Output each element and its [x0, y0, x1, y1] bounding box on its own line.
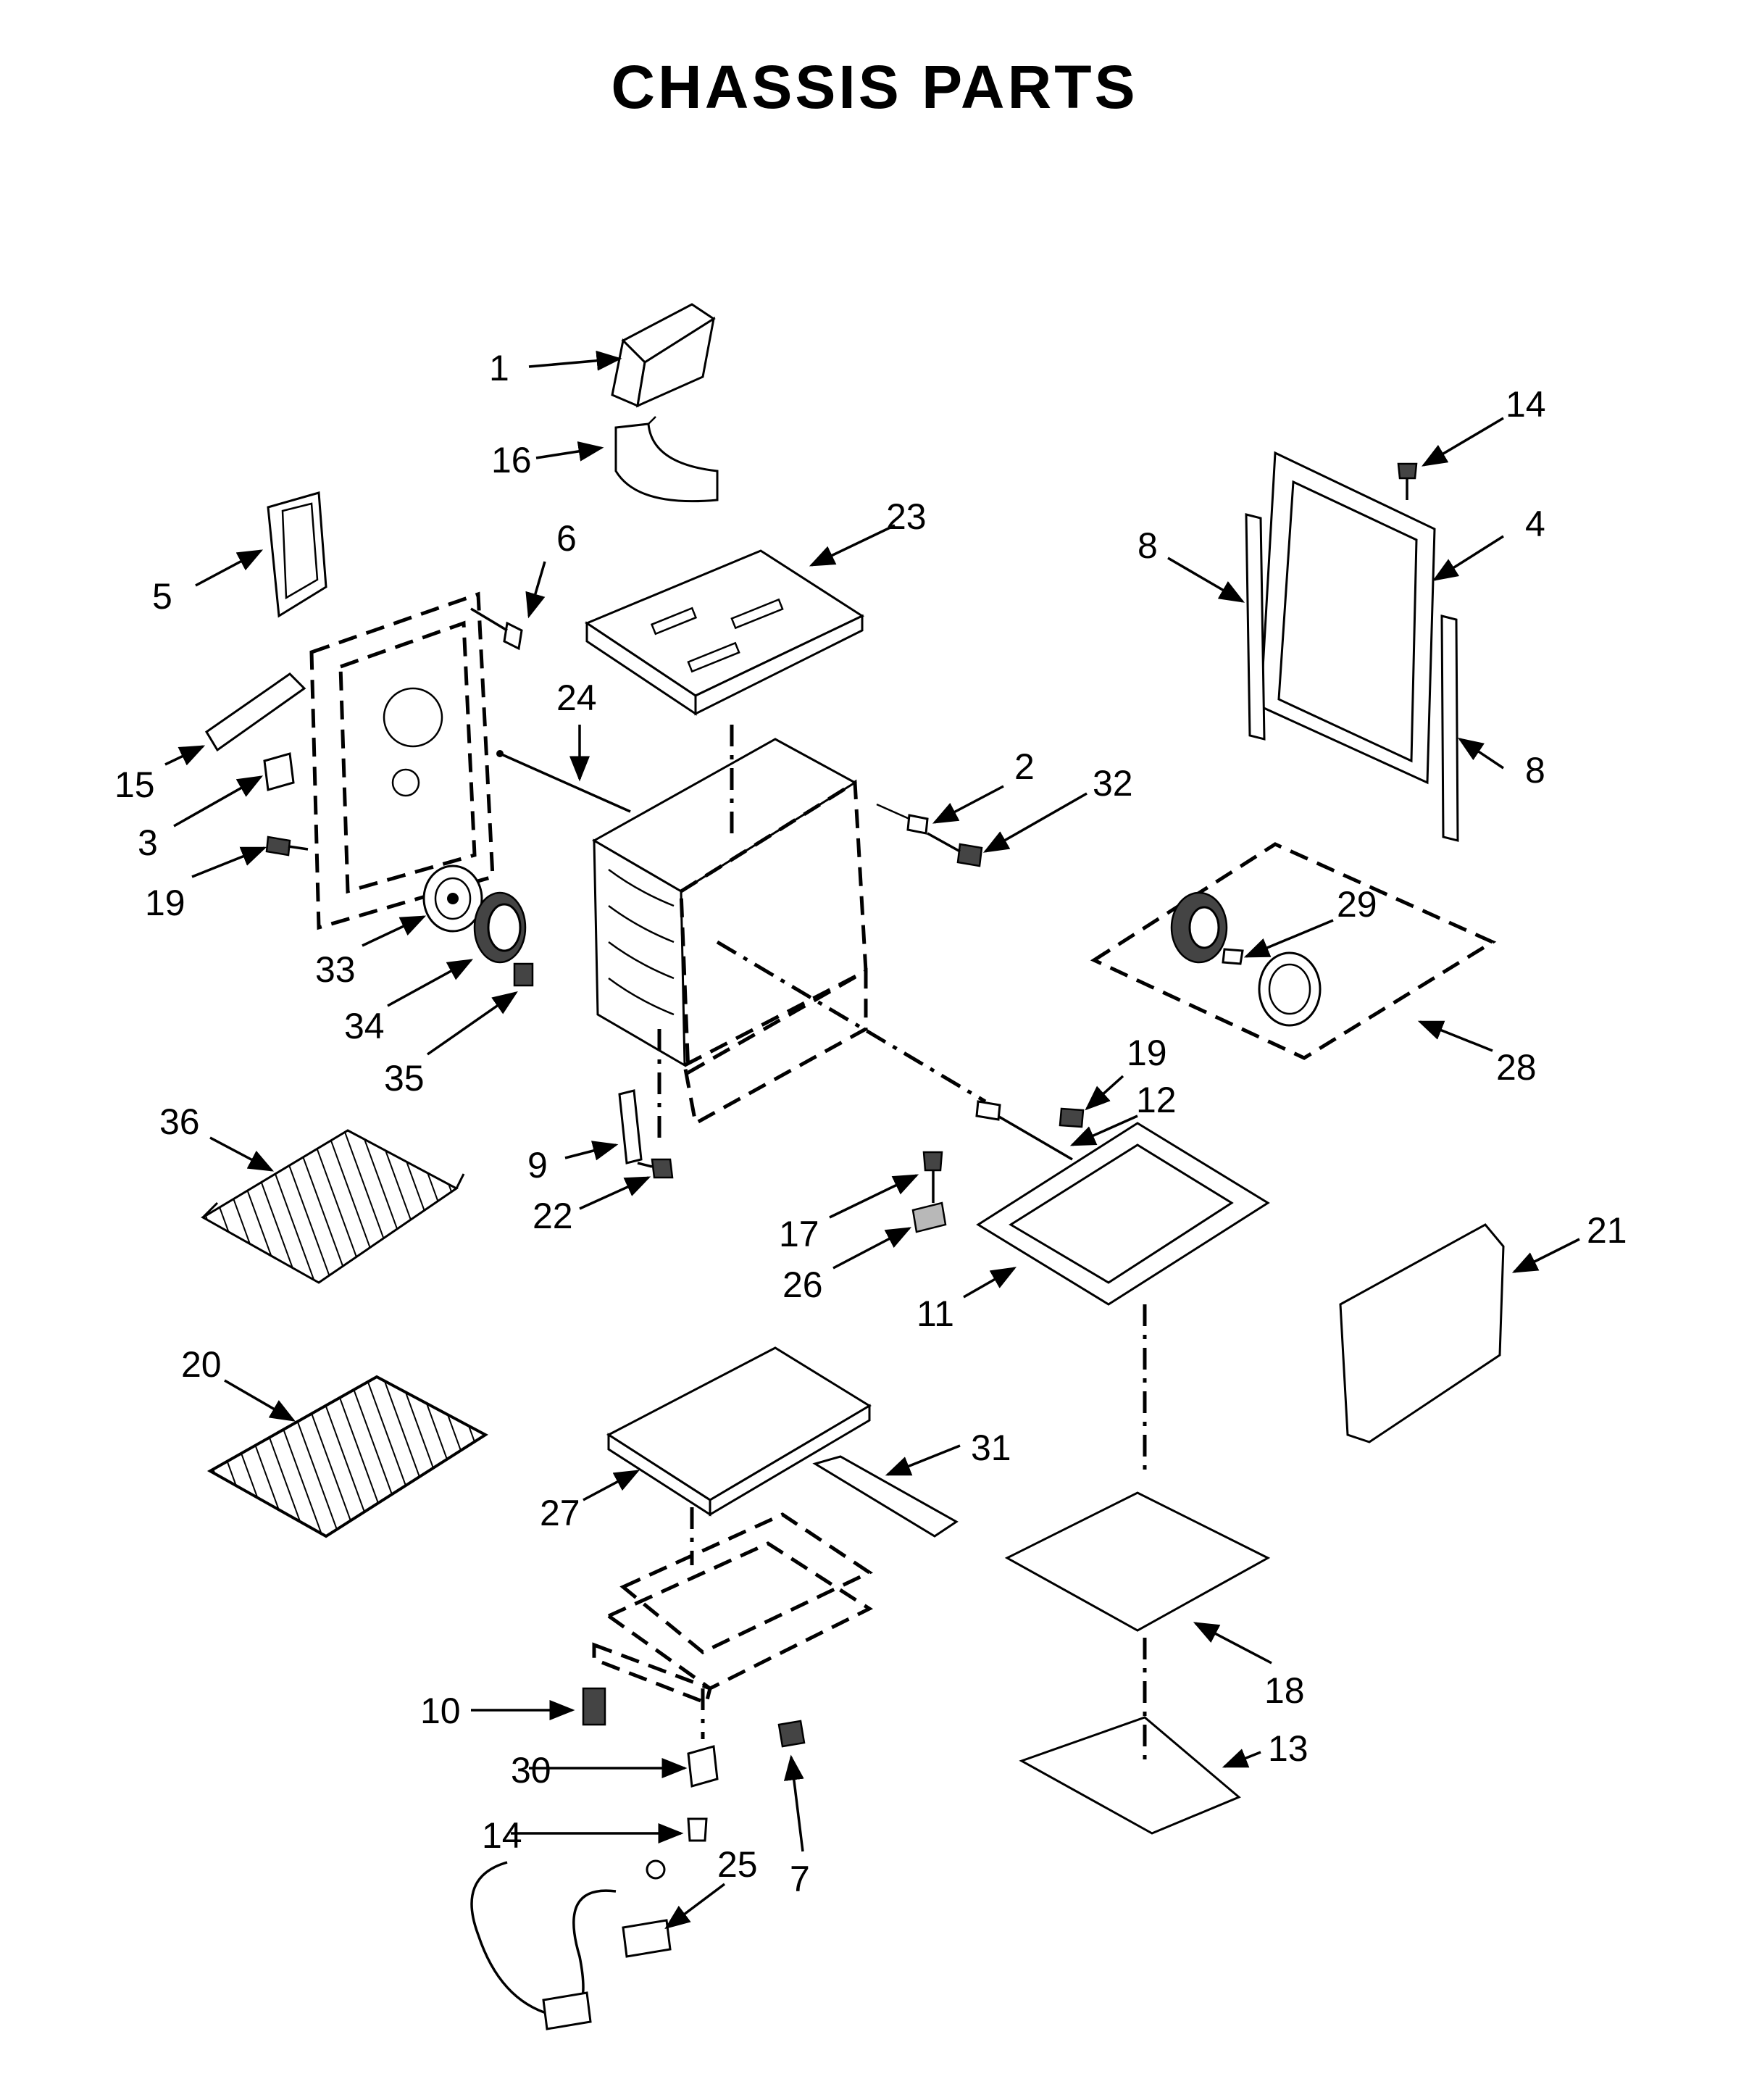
callout-8a: 8 [1138, 525, 1158, 566]
leader-lines [164, 350, 1580, 1930]
part-31-element [812, 1455, 959, 1538]
callout-15: 15 [114, 764, 155, 805]
callout-labels: 1 16 14 4 5 6 23 8 8 24 15 3 19 2 32 29 … [114, 348, 1627, 1899]
callout-33: 33 [315, 949, 356, 990]
part-16-duct-base [614, 416, 719, 503]
callout-4: 4 [1525, 504, 1545, 544]
part-21-gasket [1339, 1223, 1505, 1443]
callout-36: 36 [159, 1101, 200, 1142]
callout-8b: 8 [1525, 750, 1545, 791]
part-side-panel [309, 591, 631, 930]
part-15-rail [204, 672, 306, 752]
callout-19a: 19 [145, 883, 185, 923]
callout-27: 27 [540, 1493, 580, 1533]
part-28-knob-group [1090, 842, 1497, 1060]
part-14-screw-bottom [687, 1817, 708, 1842]
part-1-vent-duct [611, 303, 716, 408]
callout-1: 1 [489, 348, 509, 388]
part-12-rod [975, 1100, 1073, 1161]
part-lower-frame [592, 1512, 874, 1739]
part-14-screw-top [1397, 462, 1418, 500]
part-19-screw-right [1059, 1107, 1085, 1128]
callout-6: 6 [556, 518, 577, 559]
callout-12: 12 [1136, 1080, 1177, 1120]
part-3-clip [263, 752, 295, 791]
callout-3: 3 [138, 822, 158, 863]
callout-9: 9 [527, 1145, 548, 1186]
part-7-clip [777, 1720, 806, 1748]
part-9-bracket [618, 1089, 643, 1164]
part-2-spacer [876, 803, 929, 835]
part-19-screw-left [265, 836, 309, 857]
callout-32: 32 [1093, 763, 1133, 804]
part-27-bottom-plate [606, 1346, 872, 1565]
callout-11: 11 [917, 1293, 954, 1334]
callout-28: 28 [1496, 1047, 1537, 1088]
callout-19b: 19 [1127, 1033, 1167, 1073]
part-25-power-cord [470, 1859, 672, 2030]
callout-13: 13 [1268, 1728, 1308, 1769]
part-23-top-plate [584, 549, 865, 716]
callout-17: 17 [779, 1214, 819, 1254]
part-33-fan [422, 864, 483, 933]
part-34-wheel [473, 891, 527, 964]
part-13-drawer-pan [1019, 1638, 1241, 1835]
callout-26: 26 [782, 1264, 823, 1305]
part-11-door-frame [976, 1122, 1270, 1306]
callout-5: 5 [152, 576, 172, 617]
callout-2: 2 [1014, 746, 1035, 787]
callout-20: 20 [181, 1344, 222, 1385]
part-4-door-panel [1259, 451, 1436, 785]
callout-22: 22 [533, 1196, 573, 1236]
part-29-knob-parts [1170, 891, 1322, 1027]
part-30-bracket [687, 1745, 719, 1788]
callout-7: 7 [790, 1859, 810, 1899]
callout-21: 21 [1587, 1210, 1627, 1251]
callout-14b: 14 [482, 1815, 522, 1856]
part-8-gasket-right [1440, 614, 1459, 842]
part-24-oven-cavity [591, 725, 987, 1138]
callout-18: 18 [1264, 1670, 1305, 1711]
part-8-gasket-left [1245, 513, 1266, 741]
callout-35: 35 [384, 1058, 425, 1099]
part-5-bracket [267, 491, 327, 618]
page-title: CHASSIS PARTS [611, 53, 1138, 121]
part-32-screw [927, 832, 983, 867]
part-36-rack [201, 1129, 465, 1284]
callout-34: 34 [344, 1006, 385, 1046]
callout-25: 25 [717, 1844, 758, 1885]
part-10-foot [582, 1687, 606, 1726]
part-26-bracket [911, 1201, 947, 1233]
part-35-screw [513, 962, 534, 987]
part-6-fastener [470, 607, 523, 651]
part-22-bolt [637, 1158, 674, 1179]
callout-30: 30 [511, 1750, 551, 1791]
callout-14: 14 [1506, 384, 1546, 425]
callout-31: 31 [971, 1428, 1011, 1468]
callout-10: 10 [420, 1691, 461, 1731]
part-20-oven-rack [206, 1375, 488, 1538]
callout-23: 23 [886, 496, 927, 537]
part-18-bottom-panel [1004, 1304, 1271, 1632]
part-17-screw [922, 1151, 943, 1203]
callout-24: 24 [556, 678, 597, 718]
callout-16: 16 [491, 440, 532, 480]
callout-29: 29 [1337, 884, 1377, 925]
